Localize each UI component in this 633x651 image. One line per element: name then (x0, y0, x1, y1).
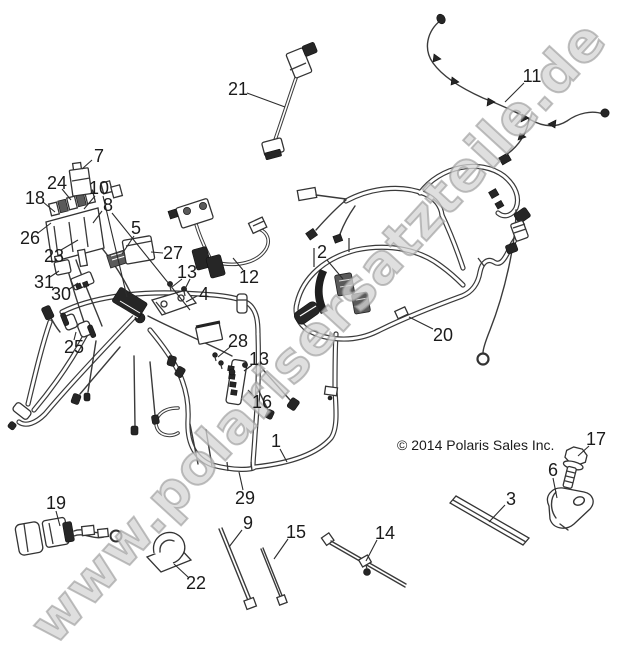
callout-24: 24 (46, 173, 68, 193)
callout-21: 21 (227, 79, 249, 99)
callout-16: 16 (251, 392, 273, 412)
callout-1: 1 (270, 431, 282, 451)
callout-8: 8 (102, 195, 114, 215)
callout-19: 19 (45, 493, 67, 513)
screws-28 (212, 352, 224, 370)
callout-2: 2 (316, 242, 328, 262)
callout-29: 29 (234, 488, 256, 508)
bolt-17 (562, 446, 588, 489)
connector-strip-16 (225, 358, 248, 406)
callout-22: 22 (185, 573, 207, 593)
callout-6: 6 (547, 460, 559, 480)
cable-tie-9 (218, 527, 258, 611)
terminal-block (112, 287, 148, 319)
cable-clip-22 (145, 531, 193, 573)
connector-12 (167, 198, 270, 314)
callout-11: 11 (522, 66, 542, 86)
ignition-switch-19 (14, 516, 123, 556)
callout-26: 26 (19, 228, 41, 248)
leader-lines (37, 82, 590, 578)
bracket-4 (150, 281, 198, 316)
callout-7: 7 (93, 146, 105, 166)
callout-15: 15 (285, 522, 307, 542)
callout-27: 27 (162, 243, 184, 263)
right-harness-tubes (293, 163, 531, 401)
callout-18: 18 (24, 188, 46, 208)
callout-28: 28 (227, 331, 249, 351)
jumper-wire-11 (426, 13, 610, 166)
callout-25: 25 (63, 337, 85, 357)
callout-30: 30 (50, 284, 72, 304)
callout-14: 14 (374, 523, 396, 543)
callout-20: 20 (432, 325, 454, 345)
copyright-text: © 2014 Polaris Sales Inc. (397, 437, 555, 453)
callout-13a: 13 (176, 262, 198, 282)
callout-3: 3 (505, 489, 517, 509)
callout-9: 9 (242, 513, 254, 533)
module-5-27 (106, 235, 156, 269)
push-mount-tie-14 (320, 531, 407, 588)
callout-13b: 13 (248, 349, 270, 369)
callout-10: 10 (88, 178, 110, 198)
relay-7 (68, 161, 93, 197)
cable-tie-15 (260, 547, 288, 606)
connector-2 (314, 269, 371, 315)
strip-3 (448, 495, 531, 546)
callout-12: 12 (238, 267, 260, 287)
callout-17: 17 (585, 429, 607, 449)
relay-module (195, 320, 224, 345)
callout-4: 4 (198, 284, 210, 304)
pigtail-21 (261, 42, 318, 161)
callout-5: 5 (130, 218, 142, 238)
clamp-6 (546, 487, 594, 531)
fuse-row (47, 189, 97, 217)
callout-23: 23 (43, 246, 65, 266)
callout-31: 31 (33, 272, 55, 292)
